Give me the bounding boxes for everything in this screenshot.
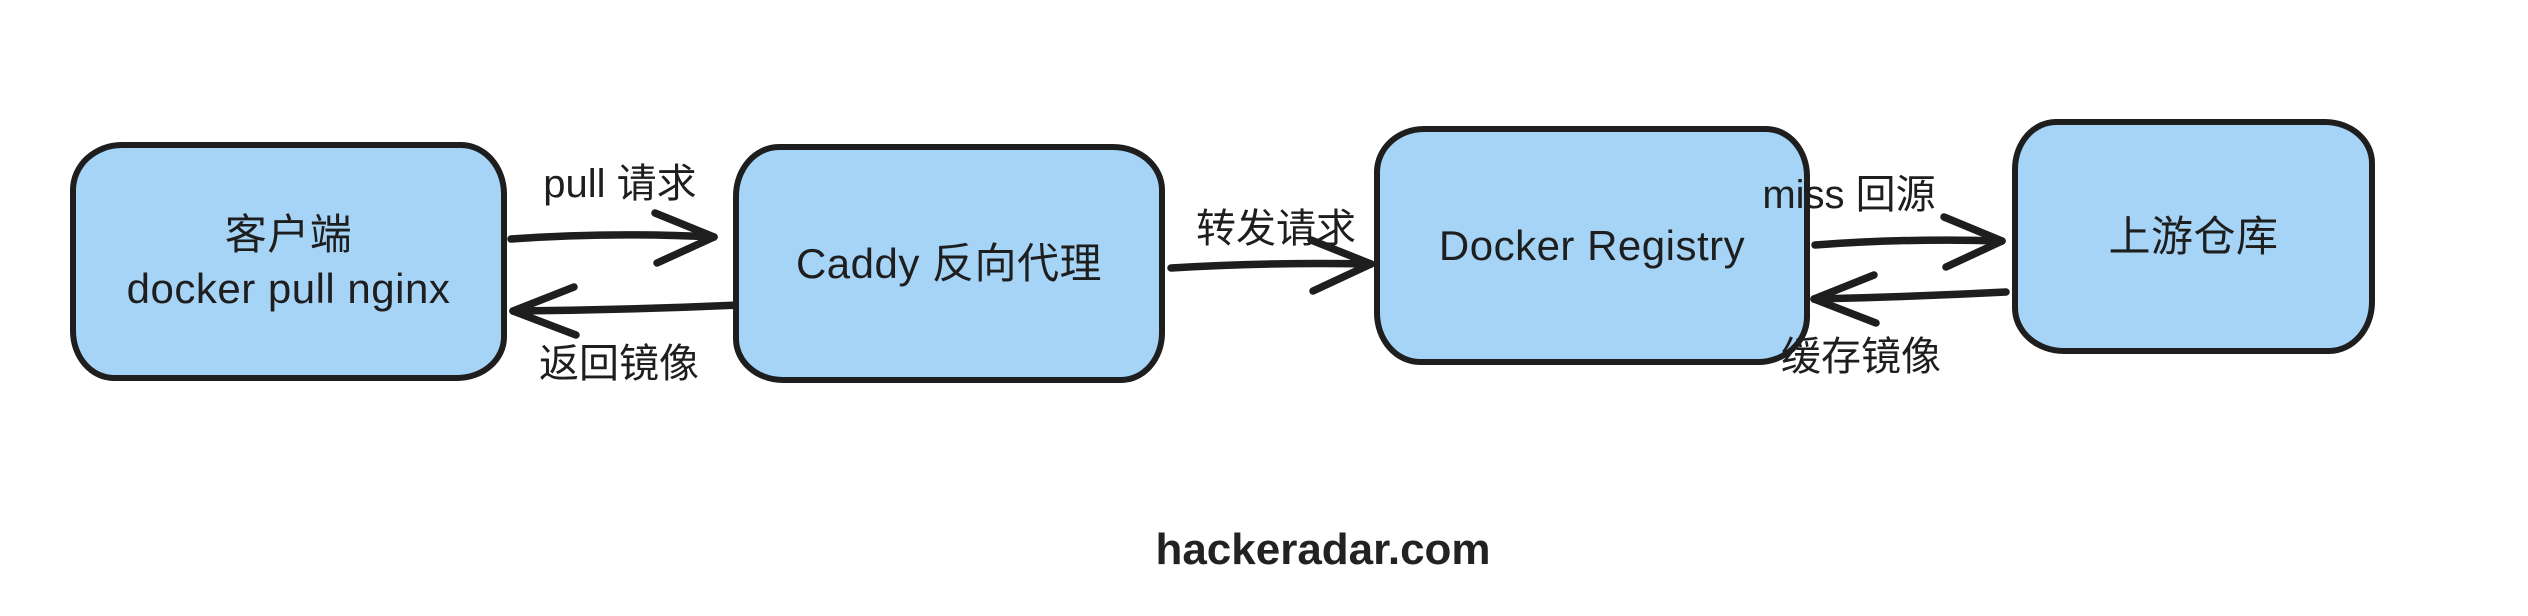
node-upstream-line1: 上游仓库: [2108, 212, 2279, 260]
node-caddy-reverse-proxy: Caddy 反向代理: [733, 144, 1165, 383]
edge-label-miss-origin: miss 回源: [1762, 173, 1936, 217]
footer-watermark: hackeradar.com: [1155, 525, 1491, 574]
arrow-return-image: [509, 283, 744, 339]
arrow-pull-request: [507, 209, 718, 267]
node-registry-label: Docker Registry: [1439, 219, 1745, 272]
node-caddy-label: Caddy 反向代理: [796, 237, 1102, 290]
edge-label-cache-image: 缓存镜像: [1781, 335, 1941, 379]
node-registry-line1: Docker Registry: [1438, 221, 1746, 269]
node-client-line2: docker pull nginx: [126, 264, 451, 312]
node-caddy-line1: Caddy 反向代理: [795, 239, 1103, 287]
node-upstream-label: 上游仓库: [2108, 210, 2278, 263]
node-client-label: 客户端 docker pull nginx: [127, 208, 451, 315]
node-client-line1: 客户端: [224, 211, 353, 259]
node-upstream-registry: 上游仓库: [2012, 119, 2375, 354]
arrow-miss-origin: [1811, 213, 2006, 271]
edge-label-return-image: 返回镜像: [539, 342, 699, 386]
arrow-cache-image: [1810, 271, 2010, 327]
node-client: 客户端 docker pull nginx: [70, 142, 507, 381]
edge-label-pull-request: pull 请求: [543, 162, 697, 206]
node-docker-registry: Docker Registry: [1374, 126, 1810, 365]
edge-label-forward-request: 转发请求: [1196, 207, 1356, 251]
